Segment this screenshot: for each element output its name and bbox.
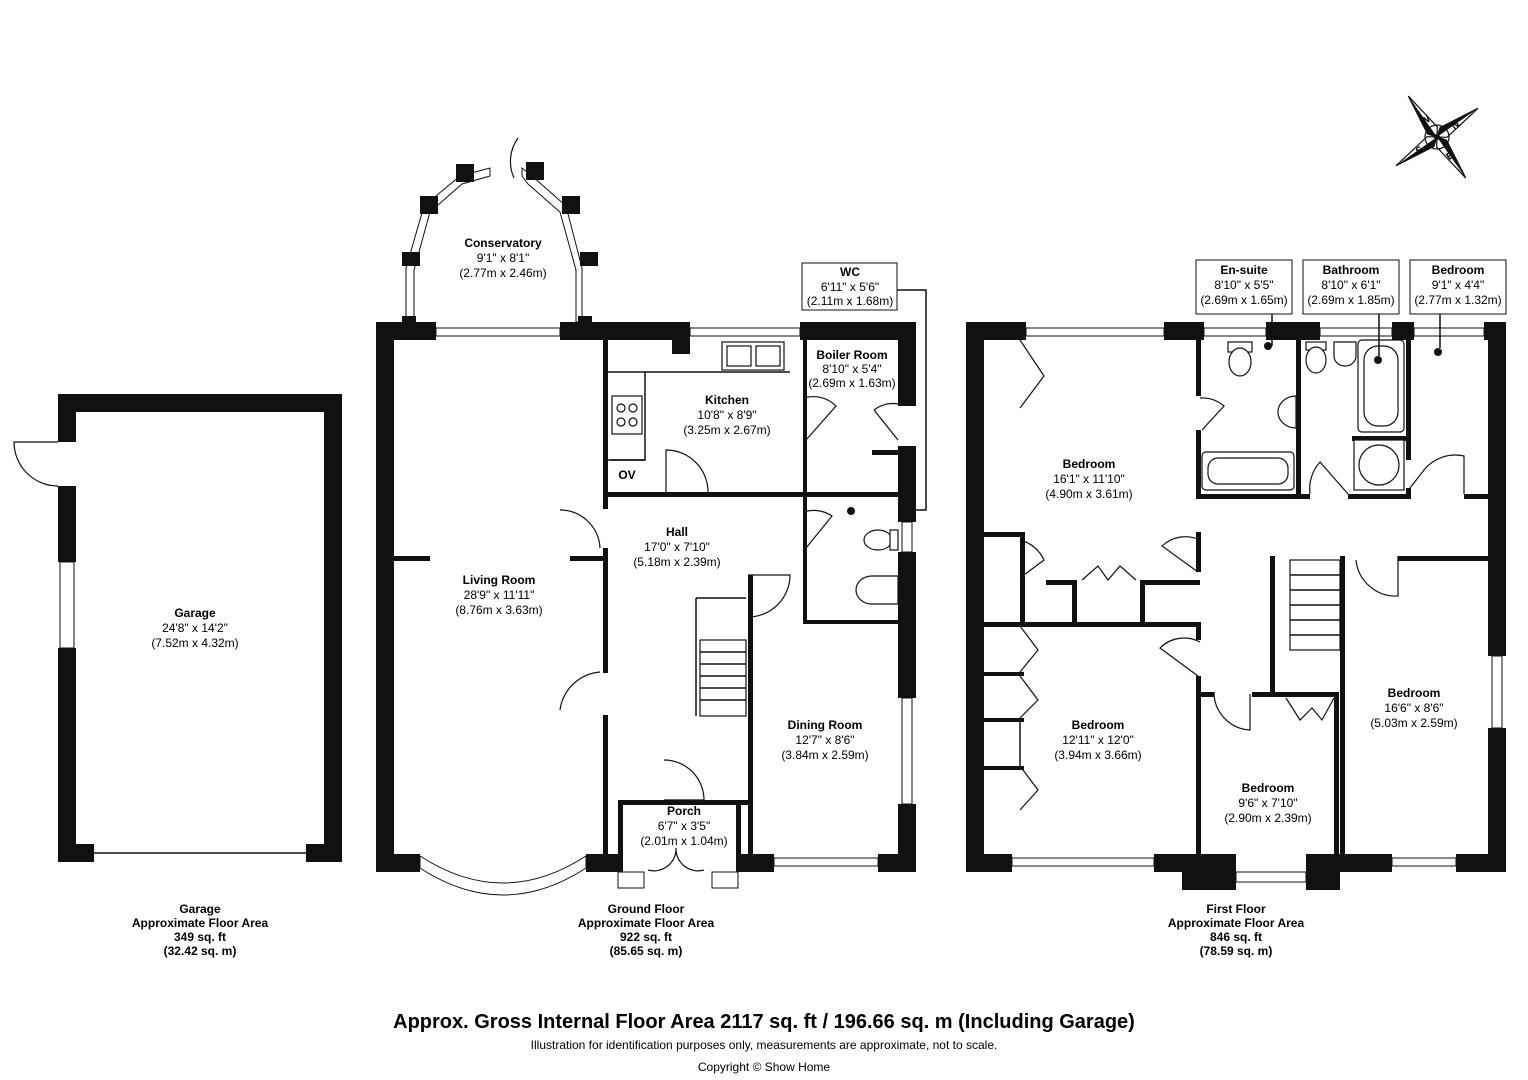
room-dimensions-imperial: 8'10" x 5'4" <box>822 362 881 376</box>
room-name: Conservatory <box>464 236 542 250</box>
room-boiler: Boiler Room 8'10" x 5'4" (2.69m x 1.63m) <box>808 348 895 390</box>
room-bedroom-small: Bedroom 9'1" x 4'4" (2.77m x 1.32m) <box>1409 259 1507 315</box>
room-dimensions-imperial: 16'1" x 11'10" <box>1053 472 1125 486</box>
gross-area-total: Approx. Gross Internal Floor Area 2117 s… <box>393 1011 1135 1033</box>
ensuite-callout-box <box>1195 259 1293 315</box>
room-dimensions-imperial: 24'8" x 14'2" <box>162 621 228 635</box>
compass-icon: W N E S <box>1395 95 1479 179</box>
room-dimensions-metric: (8.76m x 3.63m) <box>455 603 542 617</box>
room-dimensions-imperial: 28'9" x 11'11" <box>464 588 535 602</box>
room-name: Bedroom <box>1063 457 1116 471</box>
floor-area-sqm: (32.42 sq. m) <box>164 944 237 958</box>
room-dimensions-imperial: 9'1" x 8'1" <box>477 251 529 265</box>
room-name: Dining Room <box>788 718 863 732</box>
room-name: Bedroom <box>1072 718 1125 732</box>
copyright: Copyright © Show Home <box>698 1060 831 1074</box>
room-hall: Hall 17'0" x 7'10" (5.18m x 2.39m) <box>633 525 720 569</box>
compass-east: N <box>1450 119 1462 132</box>
room-dimensions-metric: (2.77m x 1.32m) <box>1414 293 1501 307</box>
room-porch: Porch 6'7" x 3'5" (2.01m x 1.04m) <box>640 804 727 848</box>
floor-subtitle: Approximate Floor Area <box>132 916 269 930</box>
room-bedroom-left: Bedroom 12'11" x 12'0" (3.94m x 3.66m) <box>1054 718 1141 762</box>
garage-plan <box>13 394 342 862</box>
room-name: Garage <box>174 606 216 620</box>
floor-area-sqft: 922 sq. ft <box>620 930 672 944</box>
room-dimensions-imperial: 10'8" x 8'9" <box>697 408 756 422</box>
room-dimensions-imperial: 6'11" x 5'6" <box>821 280 879 294</box>
floor-title: Garage <box>179 902 221 916</box>
ground-floor-plan <box>376 137 927 896</box>
floor-area-sqft: 349 sq. ft <box>174 930 226 944</box>
room-dimensions-imperial: 12'7" x 8'6" <box>795 733 854 747</box>
room-name: Boiler Room <box>816 348 887 362</box>
bathroom-callout-box <box>1302 259 1400 315</box>
room-conservatory: Conservatory 9'1" x 8'1" (2.77m x 2.46m) <box>459 236 546 280</box>
room-bathroom: Bathroom 8'10" x 6'1" (2.69m x 1.85m) <box>1302 259 1400 315</box>
floor-area-sqft: 846 sq. ft <box>1210 930 1262 944</box>
room-garage: Garage 24'8" x 14'2" (7.52m x 4.32m) <box>151 606 238 650</box>
first-floor-area-label: First Floor Approximate Floor Area 846 s… <box>1168 902 1305 958</box>
room-dimensions-metric: (3.84m x 2.59m) <box>781 748 868 762</box>
room-dimensions-metric: (5.03m x 2.59m) <box>1370 716 1457 730</box>
room-dimensions-imperial: 9'6" x 7'10" <box>1238 796 1297 810</box>
floor-subtitle: Approximate Floor Area <box>1168 916 1305 930</box>
room-dimensions-metric: (5.18m x 2.39m) <box>633 555 720 569</box>
room-dimensions-imperial: 17'0" x 7'10" <box>644 540 710 554</box>
room-name: Bedroom <box>1388 686 1441 700</box>
room-dimensions-imperial: 9'1" x 4'4" <box>1432 278 1484 292</box>
room-living: Living Room 28'9" x 11'11" (8.76m x 3.63… <box>455 573 542 617</box>
room-dimensions-metric: (2.69m x 1.63m) <box>808 376 895 390</box>
room-name: Living Room <box>463 573 536 587</box>
room-dimensions-imperial: 16'6" x 8'6" <box>1384 701 1443 715</box>
room-name: Bedroom <box>1242 781 1295 795</box>
room-name: Kitchen <box>705 393 749 407</box>
room-dimensions-metric: (3.94m x 3.66m) <box>1054 748 1141 762</box>
room-name: Porch <box>667 804 701 818</box>
floor-title: Ground Floor <box>608 902 685 916</box>
room-bedroom-middle: Bedroom 9'6" x 7'10" (2.90m x 2.39m) <box>1224 781 1311 825</box>
oven-label: OV <box>618 468 635 482</box>
room-dimensions-metric: (2.90m x 2.39m) <box>1224 811 1311 825</box>
room-dimensions-metric: (2.69m x 1.65m) <box>1200 293 1287 307</box>
ground-floor-area-label: Ground Floor Approximate Floor Area 922 … <box>578 902 715 958</box>
floor-area-sqm: (78.59 sq. m) <box>1200 944 1273 958</box>
room-dimensions-metric: (2.11m x 1.68m) <box>807 294 893 308</box>
room-dimensions-metric: (4.90m x 3.61m) <box>1045 487 1132 501</box>
room-dining: Dining Room 12'7" x 8'6" (3.84m x 2.59m) <box>781 718 868 762</box>
first-floor-plan <box>966 314 1506 890</box>
room-dimensions-imperial: 12'11" x 12'0" <box>1062 733 1134 747</box>
floor-title: First Floor <box>1206 902 1266 916</box>
room-kitchen: Kitchen 10'8" x 8'9" (3.25m x 2.67m) <box>683 393 770 437</box>
wc-callout-box <box>801 262 898 311</box>
room-dimensions-metric: (7.52m x 4.32m) <box>151 636 238 650</box>
floor-area-sqm: (85.65 sq. m) <box>610 944 683 958</box>
room-dimensions-imperial: 8'10" x 6'1" <box>1321 278 1380 292</box>
room-ensuite: En-suite 8'10" x 5'5" (2.69m x 1.65m) <box>1195 259 1293 315</box>
bedroom-callout-box <box>1409 259 1507 315</box>
garage-area-label: Garage Approximate Floor Area 349 sq. ft… <box>132 902 269 958</box>
room-dimensions-imperial: 8'10" x 5'5" <box>1214 278 1273 292</box>
room-dimensions-metric: (2.77m x 2.46m) <box>459 266 546 280</box>
floor-subtitle: Approximate Floor Area <box>578 916 715 930</box>
room-name: Bathroom <box>1323 263 1380 277</box>
room-bedroom-master: Bedroom 16'1" x 11'10" (4.90m x 3.61m) <box>1045 457 1132 501</box>
room-dimensions-metric: (2.69m x 1.85m) <box>1307 293 1394 307</box>
room-dimensions-metric: (3.25m x 2.67m) <box>683 423 770 437</box>
room-dimensions-imperial: 6'7" x 3'5" <box>658 819 710 833</box>
room-name: WC <box>840 265 860 279</box>
room-name: Hall <box>666 525 688 539</box>
room-dimensions-metric: (2.01m x 1.04m) <box>640 834 727 848</box>
room-name: Bedroom <box>1432 263 1485 277</box>
disclaimer: Illustration for identification purposes… <box>531 1038 998 1052</box>
room-bedroom-right: Bedroom 16'6" x 8'6" (5.03m x 2.59m) <box>1370 686 1457 730</box>
room-name: En-suite <box>1220 263 1268 277</box>
room-wc: WC 6'11" x 5'6" (2.11m x 1.68m) <box>801 262 898 311</box>
